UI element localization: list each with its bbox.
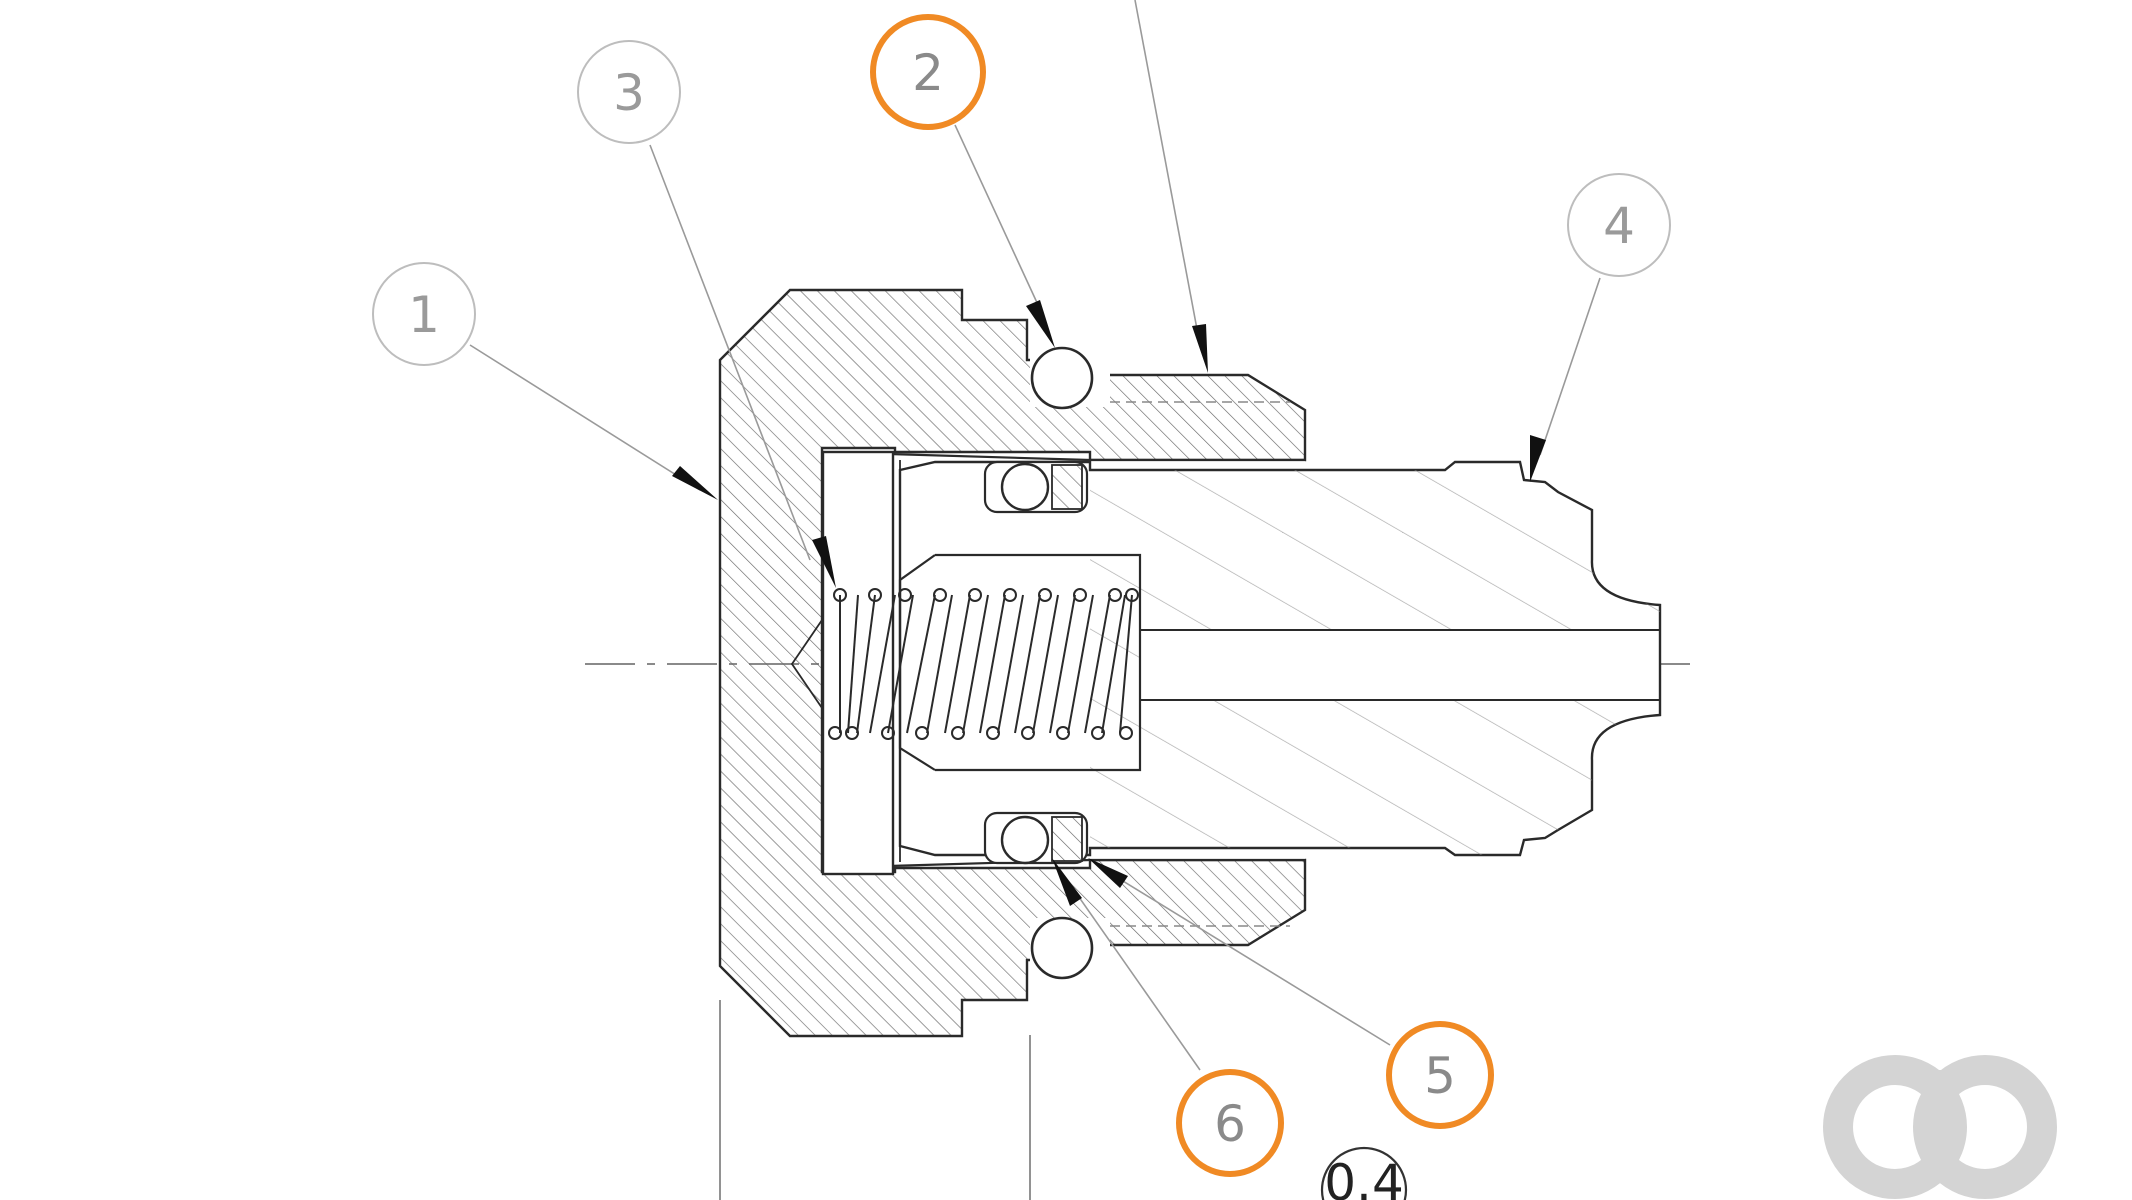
leader-4 [1539,277,1601,456]
outer-oring-upper [1030,345,1110,410]
leader-3 [649,144,811,561]
leader-6 [1059,869,1201,1071]
outer-oring-lower [1030,916,1110,980]
svg-text:1: 1 [408,286,440,344]
leader-top [1134,0,1201,346]
ao-logo-icon [1823,1055,2057,1199]
leader-2 [954,124,1046,321]
svg-text:4: 4 [1603,197,1635,255]
washer-plate [821,450,895,876]
balloon-4[interactable]: 4 [1567,173,1671,277]
arrow-2 [1026,300,1055,348]
balloon-3[interactable]: 3 [577,40,681,144]
balloon-2[interactable]: 2 [870,14,986,130]
cone-tip [790,619,823,709]
spring [828,588,1139,740]
arrow-6 [1052,858,1082,906]
leader-1 [469,344,701,491]
arrow-5 [1088,858,1128,888]
arrow-1 [672,466,718,500]
svg-text:3: 3 [613,64,645,122]
balloon-6[interactable]: 6 [1176,1069,1284,1177]
svg-text:2: 2 [912,44,944,102]
balloon-1[interactable]: 1 [372,262,476,366]
svg-text:5: 5 [1424,1047,1456,1105]
arrow-4 [1530,435,1546,482]
nut-cavity-outline [821,450,1305,870]
shaft-hatch [1090,462,1660,855]
inner-seal-upper [983,460,1089,514]
leader-5 [1104,869,1391,1046]
balloon-5[interactable]: 5 [1386,1021,1494,1129]
svg-text:6: 6 [1214,1095,1246,1153]
arrow-top [1192,324,1208,373]
arrow-3 [812,536,836,588]
balloon-partial: 0.4 [1320,1146,1408,1200]
svg-text:0.4: 0.4 [1324,1154,1404,1200]
inner-seal-lower [983,811,1089,865]
